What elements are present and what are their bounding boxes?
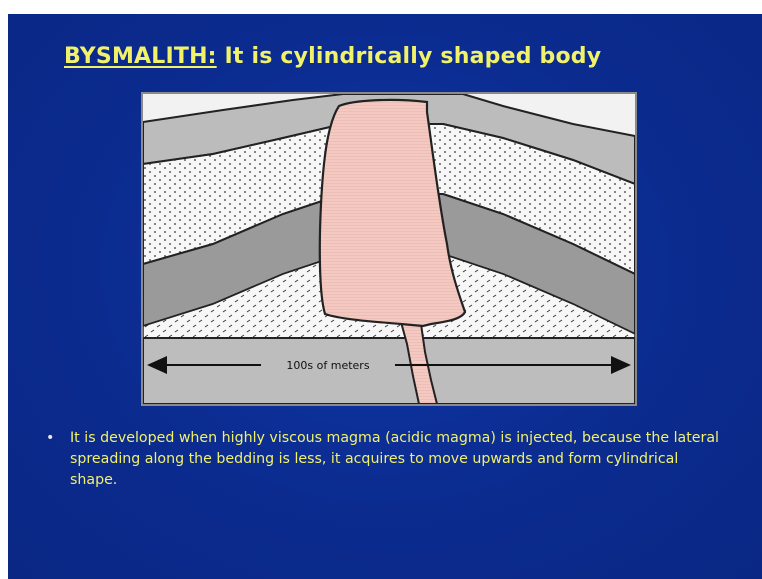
bullet-item: • It is developed when highly viscous ma… bbox=[46, 428, 726, 491]
title-term: BYSMALITH: bbox=[64, 44, 217, 69]
bullet-text: It is developed when highly viscous magm… bbox=[70, 428, 726, 491]
title-description: It is cylindrically shaped body bbox=[217, 44, 602, 69]
slide: BYSMALITH: It is cylindrically shaped bo… bbox=[8, 14, 762, 579]
basement-layer bbox=[143, 338, 635, 404]
bysmalith-diagram: 100s of meters bbox=[141, 92, 637, 406]
bullet-dot: • bbox=[46, 428, 54, 449]
scale-label: 100s of meters bbox=[286, 359, 369, 372]
bullet-list: • It is developed when highly viscous ma… bbox=[46, 428, 726, 491]
slide-title: BYSMALITH: It is cylindrically shaped bo… bbox=[64, 44, 601, 69]
cross-section-svg: 100s of meters bbox=[143, 94, 635, 404]
